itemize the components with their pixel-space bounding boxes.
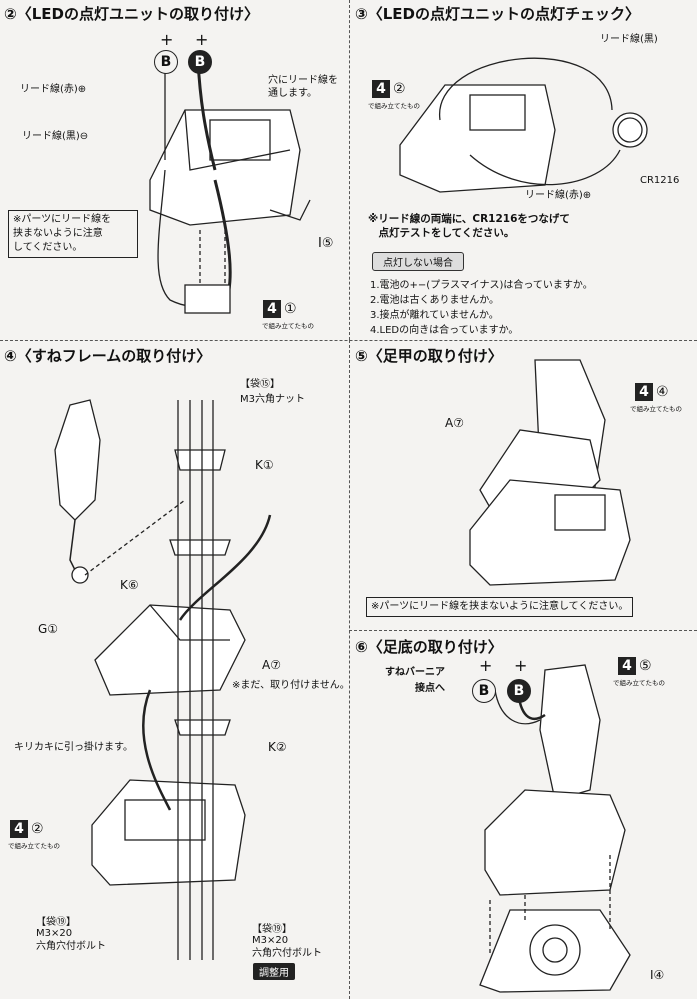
- s5-step-caption: で組み立てたもの: [630, 405, 682, 413]
- lead-black-label: リード線(黒)⊖: [22, 131, 89, 142]
- k2-label: K②: [268, 740, 287, 754]
- s5-step-ref: ④: [656, 384, 669, 400]
- vertical-divider-top: [349, 0, 350, 340]
- check-item-1: 1.電池の+−(プラスマイナス)は合っていますか。: [370, 280, 593, 291]
- s2-plus-sign-2: +: [195, 30, 209, 49]
- bolt-right: M3×20 六角穴付ボルト: [252, 935, 322, 959]
- battery-label: CR1216: [640, 175, 680, 186]
- a7-label: A⑦: [262, 658, 281, 672]
- s3-step-ref: ②: [393, 81, 406, 97]
- adjust-label: 調整用: [253, 963, 295, 980]
- s3-test-note: ※リード線の両端に、CR1216をつなげて 点灯テストをしてください。: [368, 213, 570, 239]
- s2-step-caption: で組み立てたもの: [262, 322, 314, 330]
- s3-lead-black: リード線(黒): [600, 34, 658, 45]
- s3-lead-red: リード線(赤)⊕: [525, 190, 592, 201]
- shin-label: すねバーニア 接点へ: [385, 667, 445, 694]
- g1-label: G①: [38, 622, 59, 636]
- s6-step-ref: ⑤: [639, 658, 652, 674]
- horizontal-divider: [0, 340, 697, 341]
- section-6-title: ⑥〈足底の取り付け〉: [355, 638, 503, 656]
- s3-step-badge: 4: [372, 80, 390, 98]
- check-item-3: 3.接点が離れていませんか。: [370, 310, 499, 321]
- s6-terminal-b-dark: B: [507, 679, 531, 703]
- notch-note: キリカキに引っ掛けます。: [14, 742, 133, 753]
- s6-plus-sign: +: [479, 656, 493, 675]
- s2-caution-box: ※パーツにリード線を 挟まないように注意 してください。: [8, 210, 138, 258]
- s6-step-caption: で組み立てたもの: [613, 679, 665, 687]
- section-4-title: ④〈すねフレームの取り付け〉: [4, 347, 212, 365]
- vertical-divider-bottom: [349, 340, 350, 999]
- s4-step-ref: ②: [31, 821, 44, 837]
- s5-caution: ※パーツにリード線を挟まないように注意してください。: [366, 597, 634, 617]
- horizontal-divider-right: [349, 630, 697, 631]
- s6-terminal-b-light: B: [472, 679, 496, 703]
- a7-note: ※まだ、取り付けません。: [232, 680, 350, 691]
- section-5-title: ⑤〈足甲の取り付け〉: [355, 347, 503, 365]
- s6-plus-sign-2: +: [514, 656, 528, 675]
- part-i5: I⑤: [318, 236, 334, 251]
- lead-red-label: リード線(赤)⊕: [20, 84, 87, 95]
- i4-label: I④: [650, 968, 665, 982]
- k6-label: K⑥: [120, 578, 139, 592]
- section-2-title: ②〈LEDの点灯ユニットの取り付け〉: [4, 5, 259, 23]
- bag19-left: 【袋⑲】: [36, 917, 76, 928]
- s2-step-ref: ①: [284, 301, 297, 317]
- s2-plus-sign: +: [160, 30, 174, 49]
- bolt-left: M3×20 六角穴付ボルト: [36, 928, 106, 952]
- no-light-label: 点灯しない場合: [372, 252, 464, 271]
- bag19-right: 【袋⑲】: [252, 924, 292, 935]
- s6-step-badge: 4: [618, 657, 636, 675]
- bag15-label: 【袋⑮】: [240, 379, 280, 390]
- nut-label: M3六角ナット: [240, 394, 305, 405]
- s2-terminal-b-dark: B: [188, 50, 212, 74]
- check-item-4: 4.LEDの向きは合っていますか。: [370, 325, 519, 336]
- k1-label: K①: [255, 458, 274, 472]
- section-3-title: ③〈LEDの点灯ユニットの点灯チェック〉: [355, 5, 640, 23]
- s4-step-badge: 4: [10, 820, 28, 838]
- s2-step-badge: 4: [263, 300, 281, 318]
- s2-terminal-b-light: B: [154, 50, 178, 74]
- s5-step-badge: 4: [635, 383, 653, 401]
- s4-step-caption: で組み立てたもの: [8, 842, 60, 850]
- s5-a7-label: A⑦: [445, 416, 464, 430]
- check-item-2: 2.電池は古くありませんか。: [370, 295, 500, 306]
- hole-note: 穴にリード線を 通します。: [268, 75, 338, 99]
- s3-step-caption: で組み立てたもの: [368, 102, 420, 110]
